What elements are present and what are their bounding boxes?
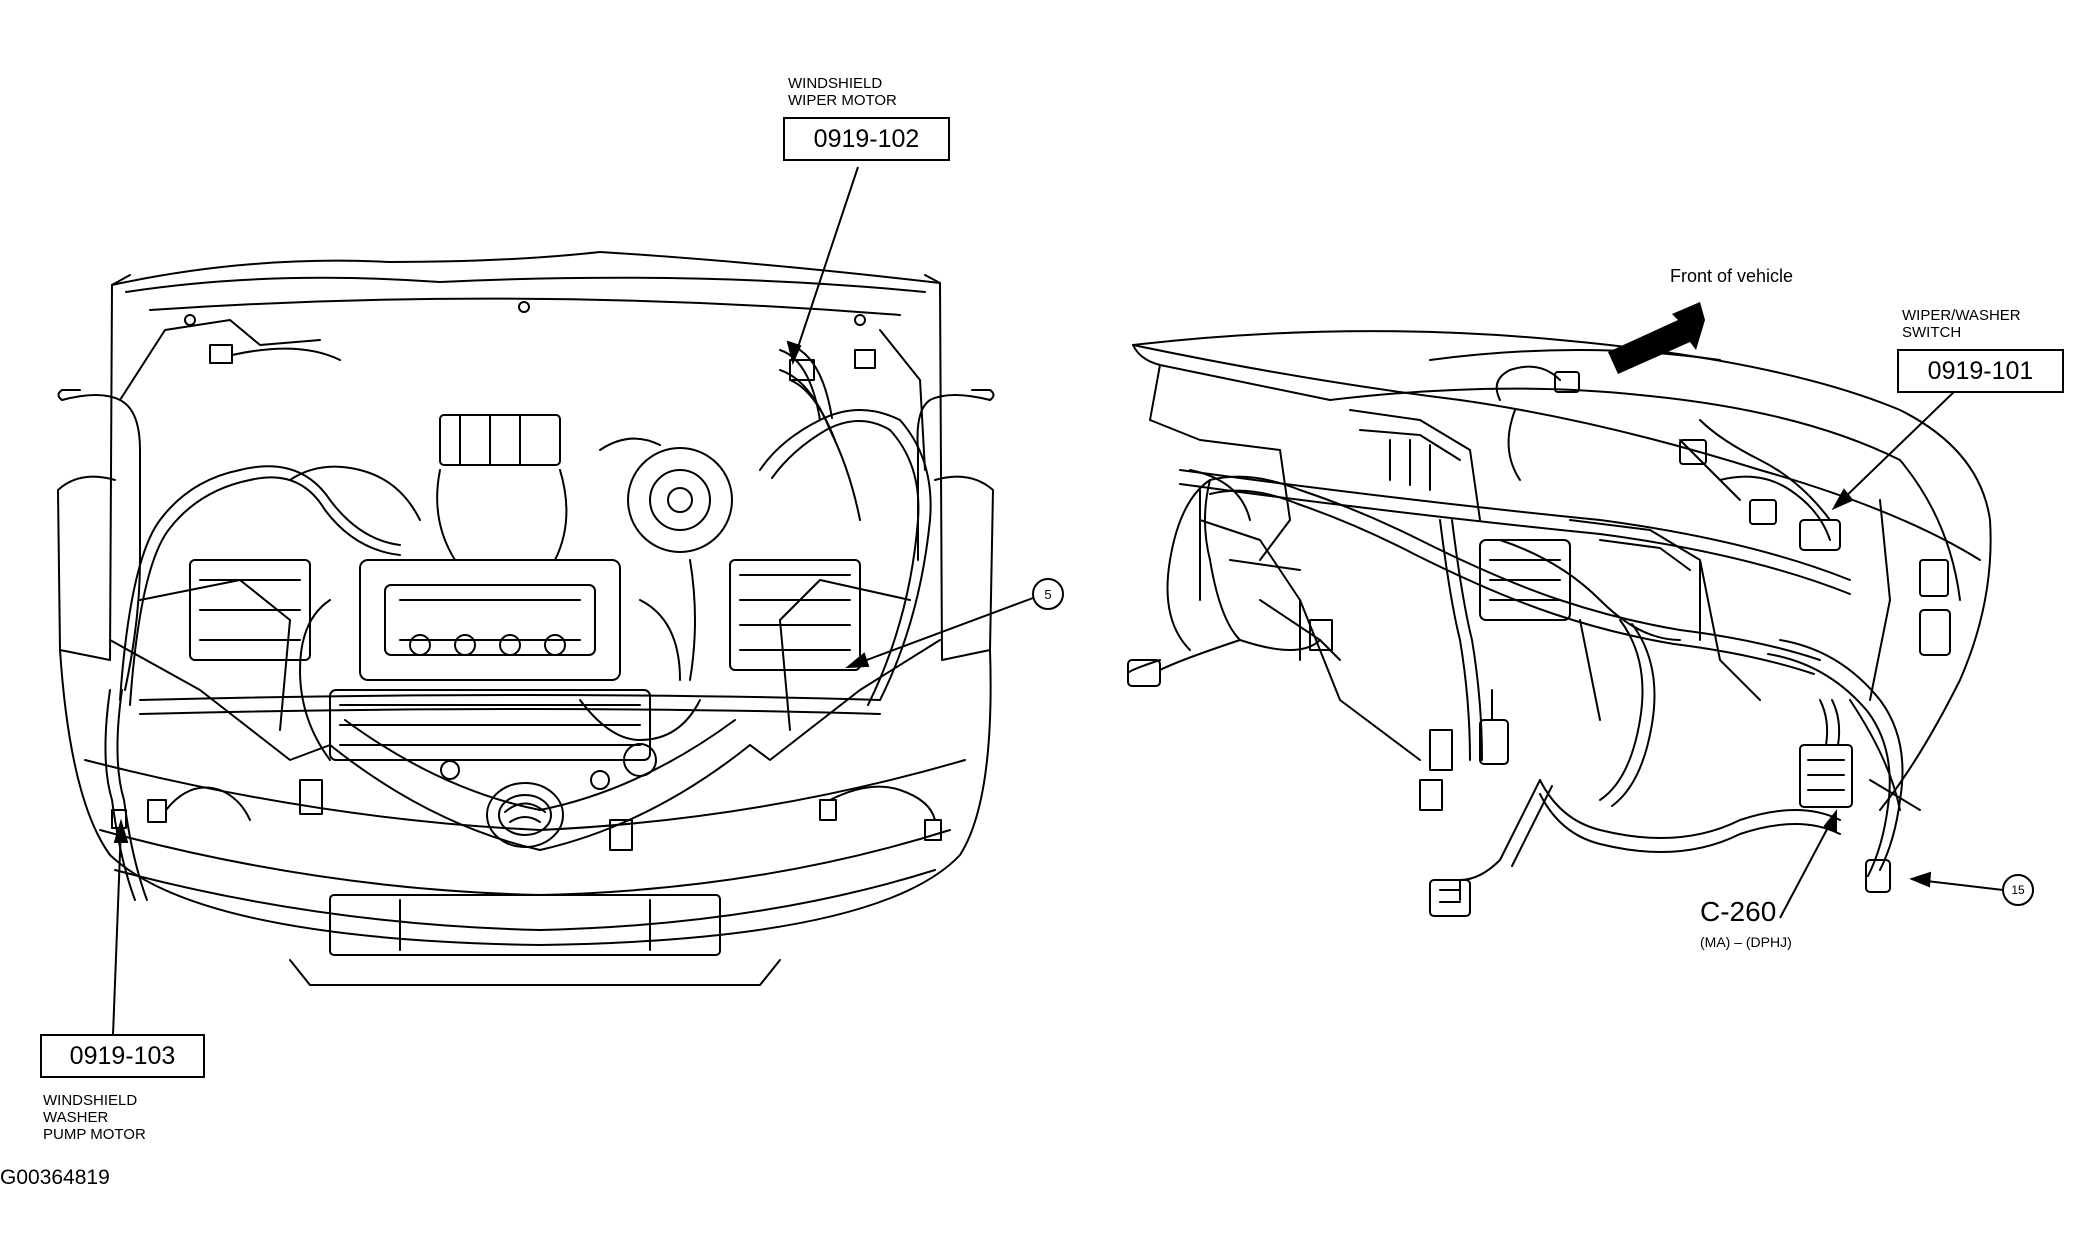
figure-id: G00364819 bbox=[0, 1166, 110, 1189]
ref-callout-5: 5 bbox=[1032, 578, 1064, 610]
connector-c260-note: (MA) – (DPHJ) bbox=[1700, 934, 1792, 950]
washer-pump-code-box: 0919-103 bbox=[40, 1034, 205, 1078]
wiper-switch-code-box: 0919-101 bbox=[1897, 349, 2064, 393]
front-of-vehicle-label: Front of vehicle bbox=[1670, 266, 1794, 286]
wiper-motor-caption: WINDSHIELD WIPER MOTOR bbox=[788, 75, 897, 109]
wiper-switch-caption: WIPER/WASHER SWITCH bbox=[1902, 307, 2021, 341]
ref-callout-15: 15 bbox=[2002, 874, 2034, 906]
washer-pump-caption: WINDSHIELD WASHER PUMP MOTOR bbox=[43, 1092, 146, 1143]
wiper-motor-code-box: 0919-102 bbox=[783, 117, 950, 161]
front-of-vehicle-arrow bbox=[1608, 302, 1705, 374]
connector-c260-label: C-260 bbox=[1700, 896, 1777, 927]
